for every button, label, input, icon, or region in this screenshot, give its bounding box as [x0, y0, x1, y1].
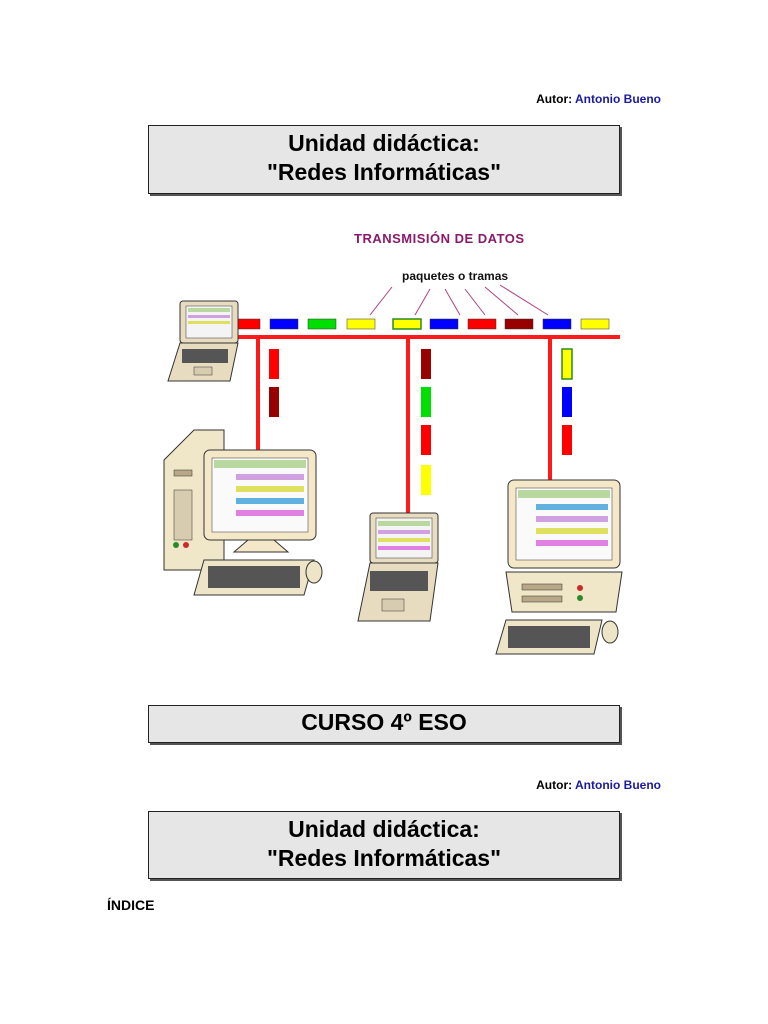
course-box: CURSO 4º ESO: [148, 705, 620, 743]
laptop-icon: [357, 512, 439, 622]
packet: [269, 318, 299, 330]
author-label: Autor:: [536, 778, 573, 792]
branch-packets-left: [269, 349, 279, 417]
packet: [562, 387, 572, 417]
packets-label: paquetes o tramas: [402, 269, 508, 283]
index-heading: ÍNDICE: [107, 897, 155, 913]
packet: [346, 318, 376, 330]
course-label: CURSO 4º ESO: [301, 709, 467, 735]
title-line-1: Unidad didáctica:: [288, 130, 480, 156]
branch-packets-middle: [421, 349, 431, 495]
packet: [561, 348, 573, 380]
packet-pointers: [369, 284, 549, 316]
author-line: Autor: Antonio Bueno: [536, 92, 661, 106]
title-box: Unidad didáctica: "Redes Informáticas": [148, 125, 620, 194]
branch-packets-right: [561, 348, 573, 455]
packet: [421, 387, 431, 417]
packet: [467, 318, 497, 330]
desktop-computer-icon: [163, 429, 323, 596]
packet: [542, 318, 572, 330]
title-line-1: Unidad didáctica:: [288, 816, 480, 842]
packet: [392, 318, 422, 330]
diagram-title: TRANSMISIÓN DE DATOS: [354, 231, 525, 246]
author-name: Antonio Bueno: [575, 92, 661, 106]
packet: [421, 349, 431, 379]
title-line-2: "Redes Informáticas": [267, 845, 501, 871]
author-name: Antonio Bueno: [575, 778, 661, 792]
packet: [269, 387, 279, 417]
desktop-computer-icon: [495, 479, 623, 655]
packet: [421, 465, 431, 495]
network-cable: [230, 335, 620, 515]
packet: [307, 318, 337, 330]
title-box-second: Unidad didáctica: "Redes Informáticas": [148, 811, 620, 879]
laptop-icon: [167, 300, 239, 382]
bus-packets: [231, 318, 610, 330]
title-line-2: "Redes Informáticas": [267, 159, 501, 185]
packet: [580, 318, 610, 330]
packet: [504, 318, 534, 330]
packet: [429, 318, 459, 330]
packet: [562, 425, 572, 455]
author-label: Autor:: [536, 92, 573, 106]
packet: [421, 425, 431, 455]
author-line-second: Autor: Antonio Bueno: [536, 778, 661, 792]
packet: [269, 349, 279, 379]
network-diagram: TRANSMISIÓN DE DATOS paquetes o tramas: [163, 231, 623, 655]
